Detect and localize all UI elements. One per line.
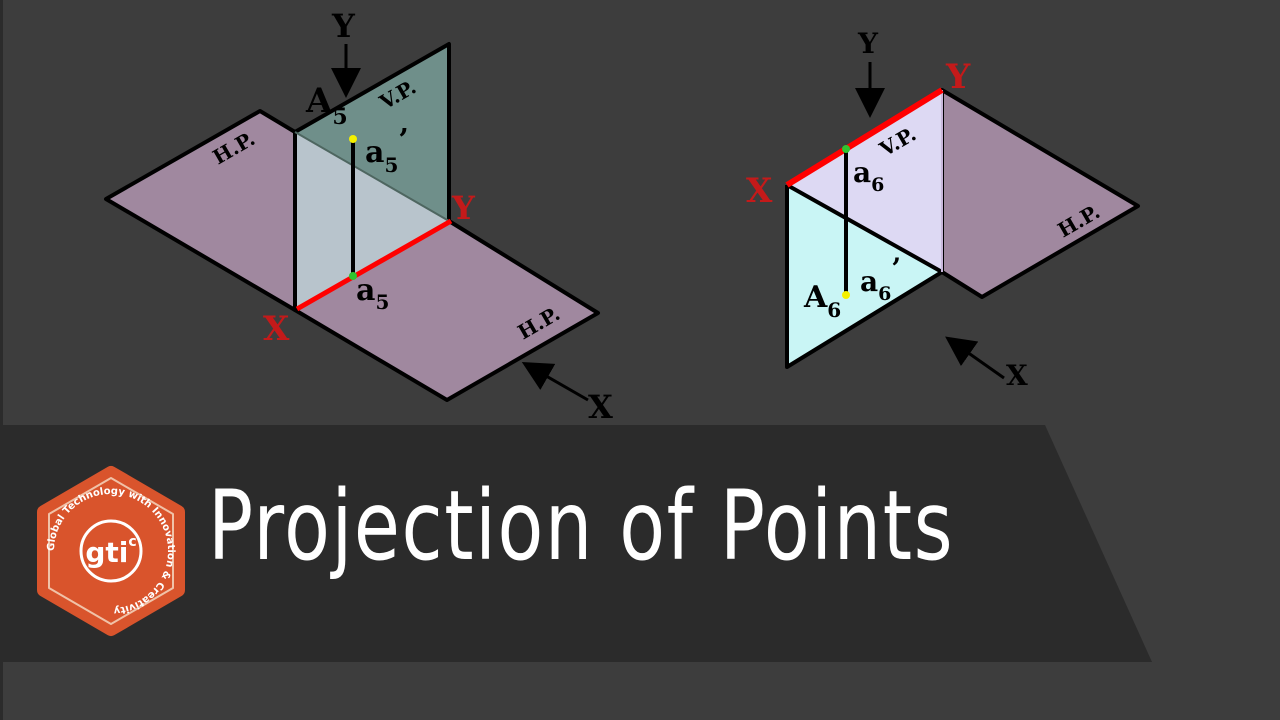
right-point-front-view xyxy=(842,291,850,299)
right-x-arrow xyxy=(945,336,1005,380)
left-xy-line xyxy=(295,218,453,312)
left-front-view-label: a5’ xyxy=(365,123,409,177)
right-figure: Y Y X V.P. a6 H.P. a6’ A6 X xyxy=(746,27,1140,392)
right-x-red-label: X xyxy=(746,171,773,211)
left-vp-plane xyxy=(295,132,449,310)
logo: Global Technology with Innovation & Crea… xyxy=(37,466,185,636)
right-lower-plane xyxy=(787,185,942,367)
logo-hexagon xyxy=(37,466,185,636)
frame-edge xyxy=(0,0,3,720)
left-y-red-label: Y xyxy=(451,189,476,227)
logo-hexagon-border xyxy=(48,477,174,625)
right-point-top-view xyxy=(842,145,850,153)
logo-emblem-text: gtic xyxy=(85,534,136,569)
left-vp-plane-top xyxy=(295,44,449,221)
left-top-view-label: a5 xyxy=(356,273,389,314)
right-x-arrow-label: X xyxy=(1006,359,1028,392)
left-x-arrow xyxy=(521,362,589,402)
left-vp-outline xyxy=(293,42,451,310)
right-plane-outline xyxy=(785,183,944,369)
left-point-front-view xyxy=(349,135,357,143)
logo-emblem-ring xyxy=(79,519,143,583)
right-hp-plane xyxy=(940,88,1140,299)
right-y-arrow-label: Y xyxy=(857,27,879,60)
left-point-top-view xyxy=(349,272,357,280)
page-title: Projection of Points xyxy=(208,470,955,582)
left-y-arrow-label: Y xyxy=(331,7,356,45)
left-hp-upper-plane xyxy=(104,109,297,312)
right-y-red-label: Y xyxy=(945,57,971,97)
right-top-view-label: a6 xyxy=(853,156,884,196)
right-vp-plane xyxy=(787,90,942,272)
left-figure: Y H.P. V.P. A5 a5’ a5 Y X H.P. X xyxy=(104,7,613,426)
right-point-a-label: A6 xyxy=(803,280,841,322)
title-banner xyxy=(3,425,1152,662)
left-point-a-label: A5 xyxy=(305,81,348,130)
left-vp-fold-line xyxy=(294,131,450,222)
left-x-arrow-label: X xyxy=(588,388,613,426)
right-xy-line xyxy=(785,87,944,188)
right-front-view-label: a6’ xyxy=(860,252,901,305)
left-x-red-label: X xyxy=(263,309,290,349)
